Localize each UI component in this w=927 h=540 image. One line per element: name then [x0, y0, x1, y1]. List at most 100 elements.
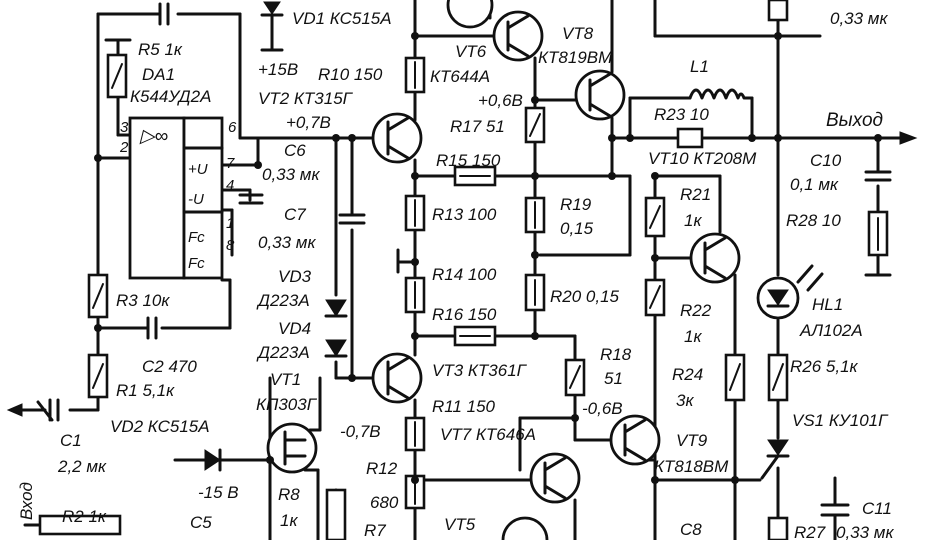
- capacitors: [36, 2, 892, 422]
- label-vd4: VD4: [278, 319, 311, 338]
- label-vt7: VT7 КТ646А: [440, 425, 536, 444]
- label-vt9: VT9: [676, 431, 708, 450]
- label-c1-val: 2,2 мк: [57, 457, 107, 476]
- label-r11: R11 150: [432, 397, 496, 416]
- opamp-da1: [128, 116, 224, 280]
- label-c10: С10: [810, 151, 842, 170]
- label-c5: С5: [190, 513, 212, 532]
- diodes: [204, 1, 824, 480]
- label-r12: R12: [366, 459, 398, 478]
- label-r3: R3 10к: [116, 291, 170, 310]
- label-fc1: Fc: [188, 229, 205, 246]
- label-pin1: 1: [226, 215, 234, 232]
- label-output: Выход: [826, 110, 883, 131]
- label-r24-val: 3к: [676, 391, 694, 410]
- label-vs1: VS1 КУ101Г: [792, 411, 889, 430]
- label-vd3-type: Д223А: [256, 291, 310, 310]
- label-pin4: 4: [226, 177, 234, 194]
- label-plus-u: +U: [188, 161, 208, 178]
- label-r8: R8: [278, 485, 300, 504]
- label-r21: R21: [680, 185, 711, 204]
- label-c7-val: 0,33 мк: [258, 233, 316, 252]
- label-r23: R23 10: [654, 105, 709, 124]
- output-arrow-icon: [899, 131, 918, 145]
- label-c6: С6: [284, 141, 306, 160]
- label-r26: R26 5,1к: [790, 357, 859, 376]
- label-vt9-type: КТ818ВМ: [654, 457, 729, 476]
- label-r18: R18: [600, 345, 632, 364]
- label-minus-u: -U: [188, 191, 204, 208]
- label-v06m: -0,6В: [582, 399, 623, 418]
- label-vt5: VT5: [444, 515, 476, 534]
- resistors: [38, 0, 889, 540]
- label-r17: R17 51: [450, 117, 505, 136]
- label-vt10: VT10 КТ208М: [648, 149, 757, 168]
- label-c7: С7: [284, 205, 306, 224]
- label-fc2: Fc: [188, 255, 205, 272]
- label-c2: С2 470: [142, 357, 197, 376]
- label-hl1: HL1: [812, 295, 843, 314]
- label-vd1: VD1 КС515А: [292, 9, 392, 28]
- label-vt6-type: КТ644А: [430, 67, 490, 86]
- label-r14: R14 100: [432, 265, 497, 284]
- label-c-top: 0,33 мк: [830, 9, 888, 28]
- label-r12-val: 680: [370, 493, 399, 512]
- label-vd2: VD2 КС515А: [110, 417, 210, 436]
- label-c6-val: 0,33 мк: [262, 165, 320, 184]
- component-labels: VD1 КС515А 0,33 мк R5 1к DA1 К544УД2А 3 …: [17, 9, 894, 540]
- label-vd3: VD3: [278, 267, 312, 286]
- label-r15: R15 150: [436, 151, 501, 170]
- label-pin7: 7: [226, 155, 235, 172]
- label-c10-val: 0,1 мк: [790, 175, 839, 194]
- label-r28: R28 10: [786, 211, 841, 230]
- label-pin6: 6: [228, 119, 237, 136]
- inductor-l1: [688, 88, 746, 100]
- label-c1: С1: [60, 431, 82, 450]
- label-r24: R24: [672, 365, 703, 384]
- label-da1: DA1: [142, 65, 175, 84]
- label-r21-val: 1к: [684, 211, 702, 230]
- label-pin8: 8: [226, 237, 235, 254]
- label-r27: R27: [794, 523, 826, 540]
- label-r20: R20 0,15: [550, 287, 620, 306]
- label-vt2: VT2 КТ315Г: [258, 89, 354, 108]
- label-opamp-symbol: ▷∞: [139, 126, 168, 147]
- label-vt8-type: КТ819ВМ: [538, 48, 613, 67]
- label-m15v: -15 В: [198, 483, 239, 502]
- label-l1: L1: [690, 57, 709, 76]
- label-r13: R13 100: [432, 205, 497, 224]
- transistors: [266, 0, 741, 540]
- label-r22: R22: [680, 301, 712, 320]
- label-v07m: -0,7В: [340, 422, 381, 441]
- label-vt3: VT3 КТ361Г: [432, 361, 528, 380]
- label-c8: С8: [680, 520, 702, 539]
- label-pin3: 3: [120, 119, 129, 136]
- label-r8-val: 1к: [280, 511, 298, 530]
- label-r19: R19: [560, 195, 592, 214]
- label-r18-val: 51: [604, 369, 623, 388]
- label-r7: R7: [364, 521, 386, 540]
- label-vt1: VT1: [270, 370, 301, 389]
- label-v06p: +0,6В: [478, 91, 523, 110]
- label-da1-type: К544УД2А: [130, 87, 211, 106]
- label-r16: R16 150: [432, 305, 497, 324]
- label-r2: R2 1к: [62, 507, 107, 526]
- label-vt8: VT8: [562, 24, 594, 43]
- label-r1: R1 5,1к: [116, 381, 175, 400]
- label-v07p: +0,7В: [286, 113, 331, 132]
- label-vt6: VT6: [455, 42, 487, 61]
- label-vd4-type: Д223А: [256, 343, 310, 362]
- junctions: [94, 32, 882, 484]
- label-r10: R10 150: [318, 65, 383, 84]
- label-r5: R5 1к: [138, 40, 183, 59]
- label-c11: С11: [862, 499, 892, 518]
- label-vt1-type: КП303Г: [256, 395, 318, 414]
- label-c11-val: 0,33 мк: [836, 523, 894, 540]
- label-pin2: 2: [119, 139, 129, 156]
- label-input: Вход: [17, 482, 36, 520]
- label-r22-val: 1к: [684, 327, 702, 346]
- label-r19-val: 0,15: [560, 219, 594, 238]
- label-p15v: +15В: [258, 60, 298, 79]
- input-arrow-icon: [6, 403, 23, 417]
